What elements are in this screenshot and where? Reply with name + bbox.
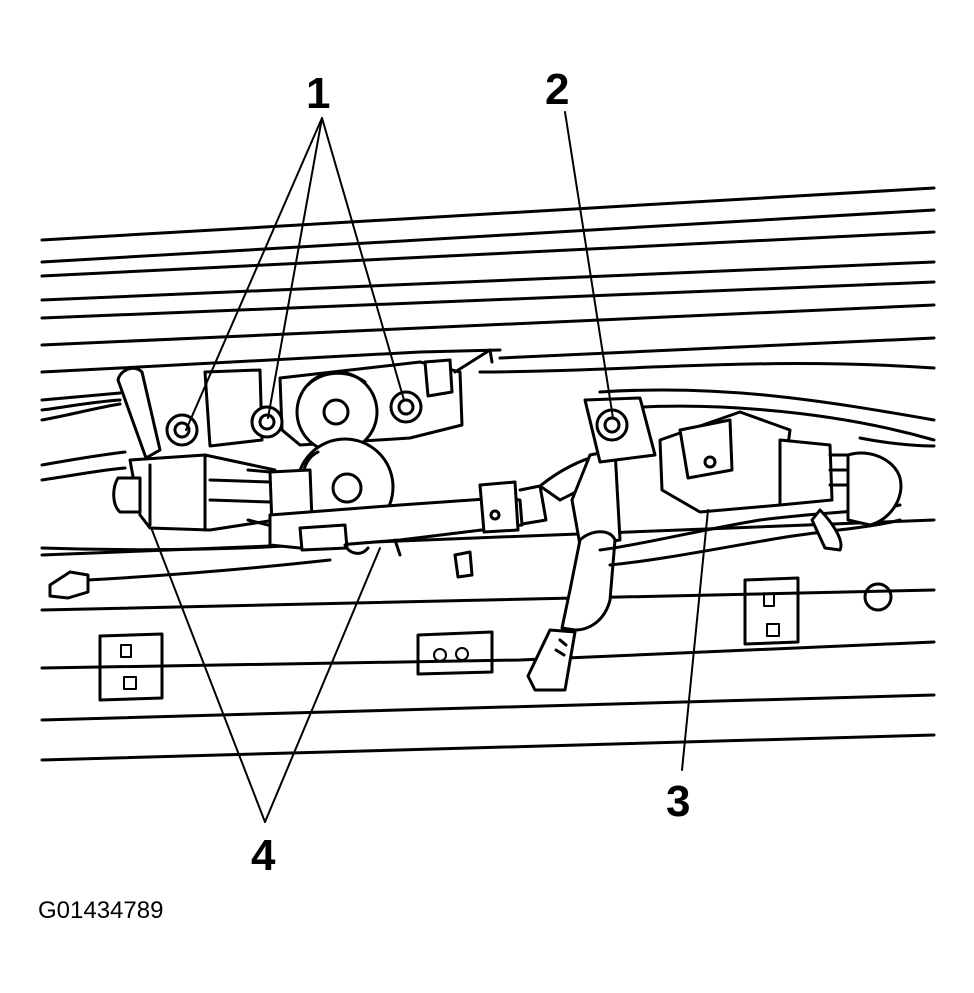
latch-actuator-assembly: [112, 348, 548, 579]
leader-lines: [151, 111, 709, 823]
body-panel-lines: [40, 186, 936, 482]
callout-2: 2: [545, 65, 569, 114]
wire-harness: [526, 448, 902, 692]
control-module: [583, 396, 903, 552]
figure-id-text: G01434789: [38, 897, 163, 924]
callout-3: 3: [666, 777, 690, 826]
callout-4: 4: [251, 831, 276, 880]
callout-labels: 1 2 3 4: [251, 65, 690, 880]
callout-1: 1: [306, 69, 330, 118]
lower-panel: [40, 518, 936, 762]
